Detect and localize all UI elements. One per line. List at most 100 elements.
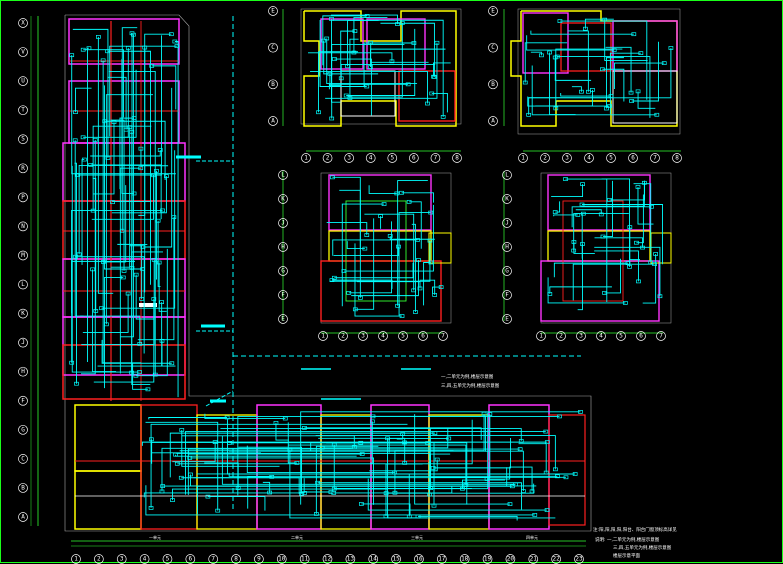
axis-label: 17 bbox=[438, 556, 446, 563]
axis-label: 1 bbox=[321, 333, 325, 340]
axis-label: E bbox=[505, 316, 509, 323]
plan-top-right bbox=[504, 9, 681, 151]
unit-label-2: 二单元 bbox=[291, 534, 303, 540]
axis-label: H bbox=[21, 368, 25, 375]
axis-label: H bbox=[281, 244, 285, 251]
wire-run bbox=[304, 478, 331, 492]
wire-run bbox=[182, 436, 355, 448]
wire-run bbox=[138, 217, 174, 339]
wire-run bbox=[347, 241, 365, 248]
axis-label: K bbox=[21, 310, 25, 317]
axis-label: 1 bbox=[304, 155, 308, 162]
wire-run bbox=[602, 179, 630, 267]
wire-run bbox=[138, 48, 144, 216]
wire-run bbox=[172, 442, 215, 462]
axis-label: K bbox=[281, 196, 285, 203]
axis-label: 4 bbox=[143, 556, 147, 563]
axis-label: 4 bbox=[599, 333, 603, 340]
axis-label: 3 bbox=[579, 333, 583, 340]
axis-label: 3 bbox=[565, 155, 569, 162]
axis-label: 1 bbox=[539, 333, 543, 340]
wire-run bbox=[433, 287, 442, 294]
axis-label: J bbox=[505, 220, 509, 227]
axis-label: 8 bbox=[234, 556, 238, 563]
axis-label: L bbox=[505, 172, 509, 179]
unit-label-1: 一单元 bbox=[149, 534, 161, 540]
axis-label: 2 bbox=[543, 155, 547, 162]
unit-label-3: 三单元 bbox=[411, 534, 423, 540]
axis-label: X bbox=[21, 20, 25, 27]
wire-run bbox=[342, 204, 384, 306]
wire-run bbox=[229, 473, 557, 477]
axis-label: C bbox=[491, 44, 495, 51]
wire-run bbox=[390, 236, 435, 239]
axis-label: A bbox=[271, 118, 275, 125]
axis-label: E bbox=[491, 8, 495, 15]
wire-run bbox=[551, 184, 582, 196]
axis-label: 11 bbox=[301, 556, 309, 563]
axis-label: A bbox=[491, 118, 495, 125]
wire-run bbox=[572, 87, 581, 92]
axis-label: 3 bbox=[361, 333, 365, 340]
axis-label: F bbox=[505, 292, 509, 299]
wire-run bbox=[554, 215, 578, 216]
axis-label: 5 bbox=[401, 333, 405, 340]
wire-run bbox=[332, 44, 405, 118]
axis-label: 7 bbox=[653, 155, 657, 162]
axis-label: R bbox=[21, 165, 25, 172]
wire-run bbox=[399, 213, 431, 316]
axis-label: 6 bbox=[631, 155, 635, 162]
wire-run bbox=[418, 516, 517, 520]
plan-mid-right-wiring bbox=[548, 178, 663, 310]
axis-label: M bbox=[21, 252, 25, 259]
axis-label: N bbox=[21, 223, 25, 230]
plan-mid-left bbox=[283, 171, 451, 333]
axis-label: 7 bbox=[659, 333, 663, 340]
axis-label: V bbox=[21, 49, 25, 56]
axis-label: 13 bbox=[347, 556, 355, 563]
axis-label: 7 bbox=[441, 333, 445, 340]
axis-label: F bbox=[281, 292, 285, 299]
bottom-note-4: 楼层示意平面 bbox=[613, 552, 640, 559]
wire-run bbox=[88, 48, 89, 362]
axis-label: 6 bbox=[189, 556, 193, 563]
axis-label: 5 bbox=[390, 155, 394, 162]
wire-run bbox=[319, 52, 358, 113]
axis-label: B bbox=[491, 81, 495, 88]
axis-label: G bbox=[281, 268, 285, 275]
axis-label: E bbox=[271, 8, 275, 15]
wire-run bbox=[311, 443, 361, 451]
axis-label: A bbox=[21, 514, 25, 521]
wire-run bbox=[73, 29, 108, 158]
bottom-note-1: 注:阳,阳,阳,阳,阳台、阳台门窗顶标高详见 bbox=[593, 526, 677, 533]
axis-label: B bbox=[271, 81, 275, 88]
axis-label: 19 bbox=[484, 556, 492, 563]
axis-label: 8 bbox=[455, 155, 459, 162]
axis-label: 5 bbox=[166, 556, 170, 563]
wire-run bbox=[357, 282, 420, 289]
wire-run bbox=[75, 88, 91, 112]
mid-note-2: 三,四,五单元为例,楼层示意图 bbox=[441, 382, 500, 389]
wire-run bbox=[172, 489, 387, 500]
wire-run bbox=[185, 432, 545, 495]
wire-run bbox=[334, 59, 371, 115]
axis-label: 2 bbox=[559, 333, 563, 340]
wire-run bbox=[432, 93, 448, 112]
axis-label: 16 bbox=[415, 556, 423, 563]
wire-run bbox=[98, 302, 162, 366]
wire-run bbox=[568, 31, 589, 92]
wire-run bbox=[90, 150, 160, 156]
wire-run bbox=[290, 450, 555, 518]
axis-label: J bbox=[281, 220, 285, 227]
axis-label: C bbox=[271, 44, 275, 51]
axis-label: 6 bbox=[421, 333, 425, 340]
axis-label: P bbox=[21, 194, 25, 201]
wire-run bbox=[548, 277, 625, 303]
axis-label: 4 bbox=[369, 155, 373, 162]
wire-run bbox=[386, 464, 423, 516]
wire-run bbox=[143, 88, 172, 247]
wire-run bbox=[557, 57, 650, 118]
axis-label: G bbox=[21, 426, 25, 433]
